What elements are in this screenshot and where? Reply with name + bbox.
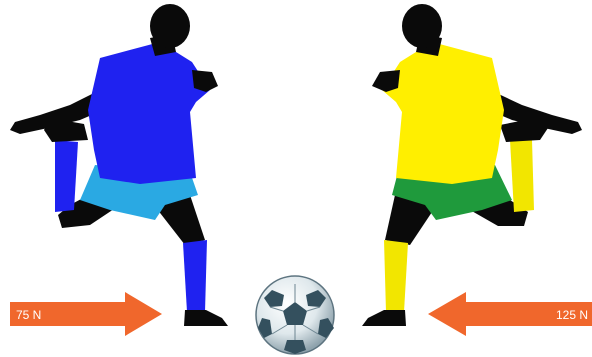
- left-player-standing-sock: [183, 240, 207, 312]
- left-force-arrow: 75 N: [10, 292, 162, 336]
- left-player-standing-shoe: [184, 310, 228, 326]
- right-force-label: 125 N: [556, 308, 588, 322]
- left-player-raised-sock: [55, 140, 78, 212]
- right-player-shirt: [382, 42, 504, 184]
- right-player: [362, 4, 582, 326]
- right-player-standing-sock: [384, 240, 408, 312]
- left-player: [10, 4, 228, 326]
- soccer-ball-icon: [256, 276, 334, 354]
- left-player-head: [150, 4, 190, 48]
- left-force-label: 75 N: [16, 308, 41, 322]
- right-player-raised-sock: [510, 140, 534, 212]
- right-force-arrow: 125 N: [428, 292, 592, 336]
- left-player-shirt: [88, 42, 210, 184]
- right-player-standing-shoe: [362, 310, 406, 326]
- right-player-front-arm: [372, 70, 400, 92]
- right-player-head: [402, 4, 442, 48]
